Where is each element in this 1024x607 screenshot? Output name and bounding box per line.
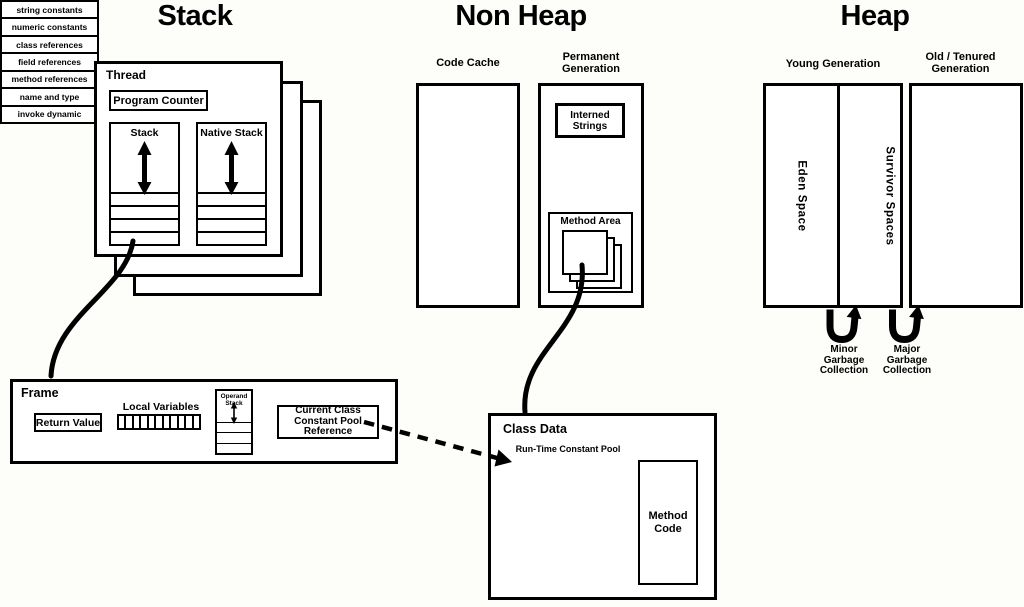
constant-pool-row: invoke dynamic: [2, 104, 97, 122]
minor-gc-label: Minor Garbage Collection: [819, 344, 869, 376]
native-stack-frame-row: [198, 192, 265, 205]
thread-label: Thread: [106, 68, 147, 82]
method-area-label: Method Area: [560, 216, 621, 227]
interned-strings-box: Interned Strings: [555, 103, 625, 138]
native-stack-label: Native Stack: [200, 127, 263, 139]
native-stack-frame-row: [198, 205, 265, 218]
stack-section-title: Stack: [157, 0, 233, 32]
constant-pool-row: name and type: [2, 87, 97, 105]
eden-space-label: Eden Space: [795, 159, 808, 232]
return-value-box: Return Value: [34, 413, 102, 432]
native-stack-frame-row: [198, 218, 265, 231]
non-heap-section-title: Non Heap: [455, 0, 587, 32]
operand-stack-row: [217, 432, 251, 442]
class-data-label: Class Data: [503, 422, 567, 436]
code-cache-label: Code Cache: [436, 57, 500, 69]
local-variables-cells: [117, 414, 201, 430]
operand-stack-rows: [217, 422, 251, 453]
code-cache-box: [416, 83, 520, 308]
old-tenured-generation-label: Old / Tenured Generation: [925, 51, 996, 75]
eden-space-cell: Eden Space: [766, 86, 841, 305]
major-gc-label: Major Garbage Collection: [882, 344, 932, 376]
frame-box: Frame Return Value Local Variables Opera…: [10, 379, 398, 464]
operand-stack-label: Operand Stack: [220, 393, 248, 407]
program-counter-box: Program Counter: [109, 90, 208, 111]
constant-pool-row: field references: [2, 52, 97, 70]
thread-stack-label: Stack: [130, 127, 159, 139]
old-tenured-generation-box: [909, 83, 1023, 308]
stack-frame-rows: [111, 192, 178, 244]
permanent-generation-label: Permanent Generation: [561, 51, 621, 75]
native-stack-frame-row: [198, 231, 265, 244]
operand-stack-box: Operand Stack: [215, 389, 253, 455]
constant-pool-row: method references: [2, 69, 97, 88]
minor-gc-arrow-icon: [826, 305, 862, 344]
stack-frame-row: [111, 192, 178, 205]
runtime-constant-pool-label: Run-Time Constant Pool: [515, 444, 621, 454]
major-gc-arrow-icon: [889, 305, 924, 344]
operand-stack-row: [217, 442, 251, 453]
method-code-box: Method Code: [638, 460, 698, 585]
constant-pool-row: numeric constants: [2, 17, 97, 35]
native-stack-frame-rows: [198, 192, 265, 244]
method-area-page-1: [562, 230, 608, 275]
native-stack-box: Native Stack: [196, 122, 267, 246]
current-class-constant-pool-reference-box: Current Class Constant Pool Reference: [277, 405, 379, 439]
young-generation-label: Young Generation: [785, 58, 881, 70]
stack-frame-row: [111, 205, 178, 218]
constant-pool-row: string constants: [2, 2, 97, 18]
thread-stack-box: Stack: [109, 122, 180, 246]
local-variable-slot: [191, 414, 201, 430]
operand-stack-row: [217, 422, 251, 432]
thread-box: Thread Program Counter Stack Native Stac…: [94, 61, 283, 257]
survivor-spaces-label: Survivor Spaces: [883, 145, 896, 246]
frame-label: Frame: [21, 386, 59, 400]
stack-frame-row: [111, 231, 178, 244]
local-variables-label: Local Variables: [122, 401, 200, 413]
constant-pool-row: class references: [2, 34, 97, 53]
young-generation-box: Eden Space Survivor Spaces: [763, 83, 903, 308]
heap-section-title: Heap: [840, 0, 910, 32]
stack-frame-row: [111, 218, 178, 231]
